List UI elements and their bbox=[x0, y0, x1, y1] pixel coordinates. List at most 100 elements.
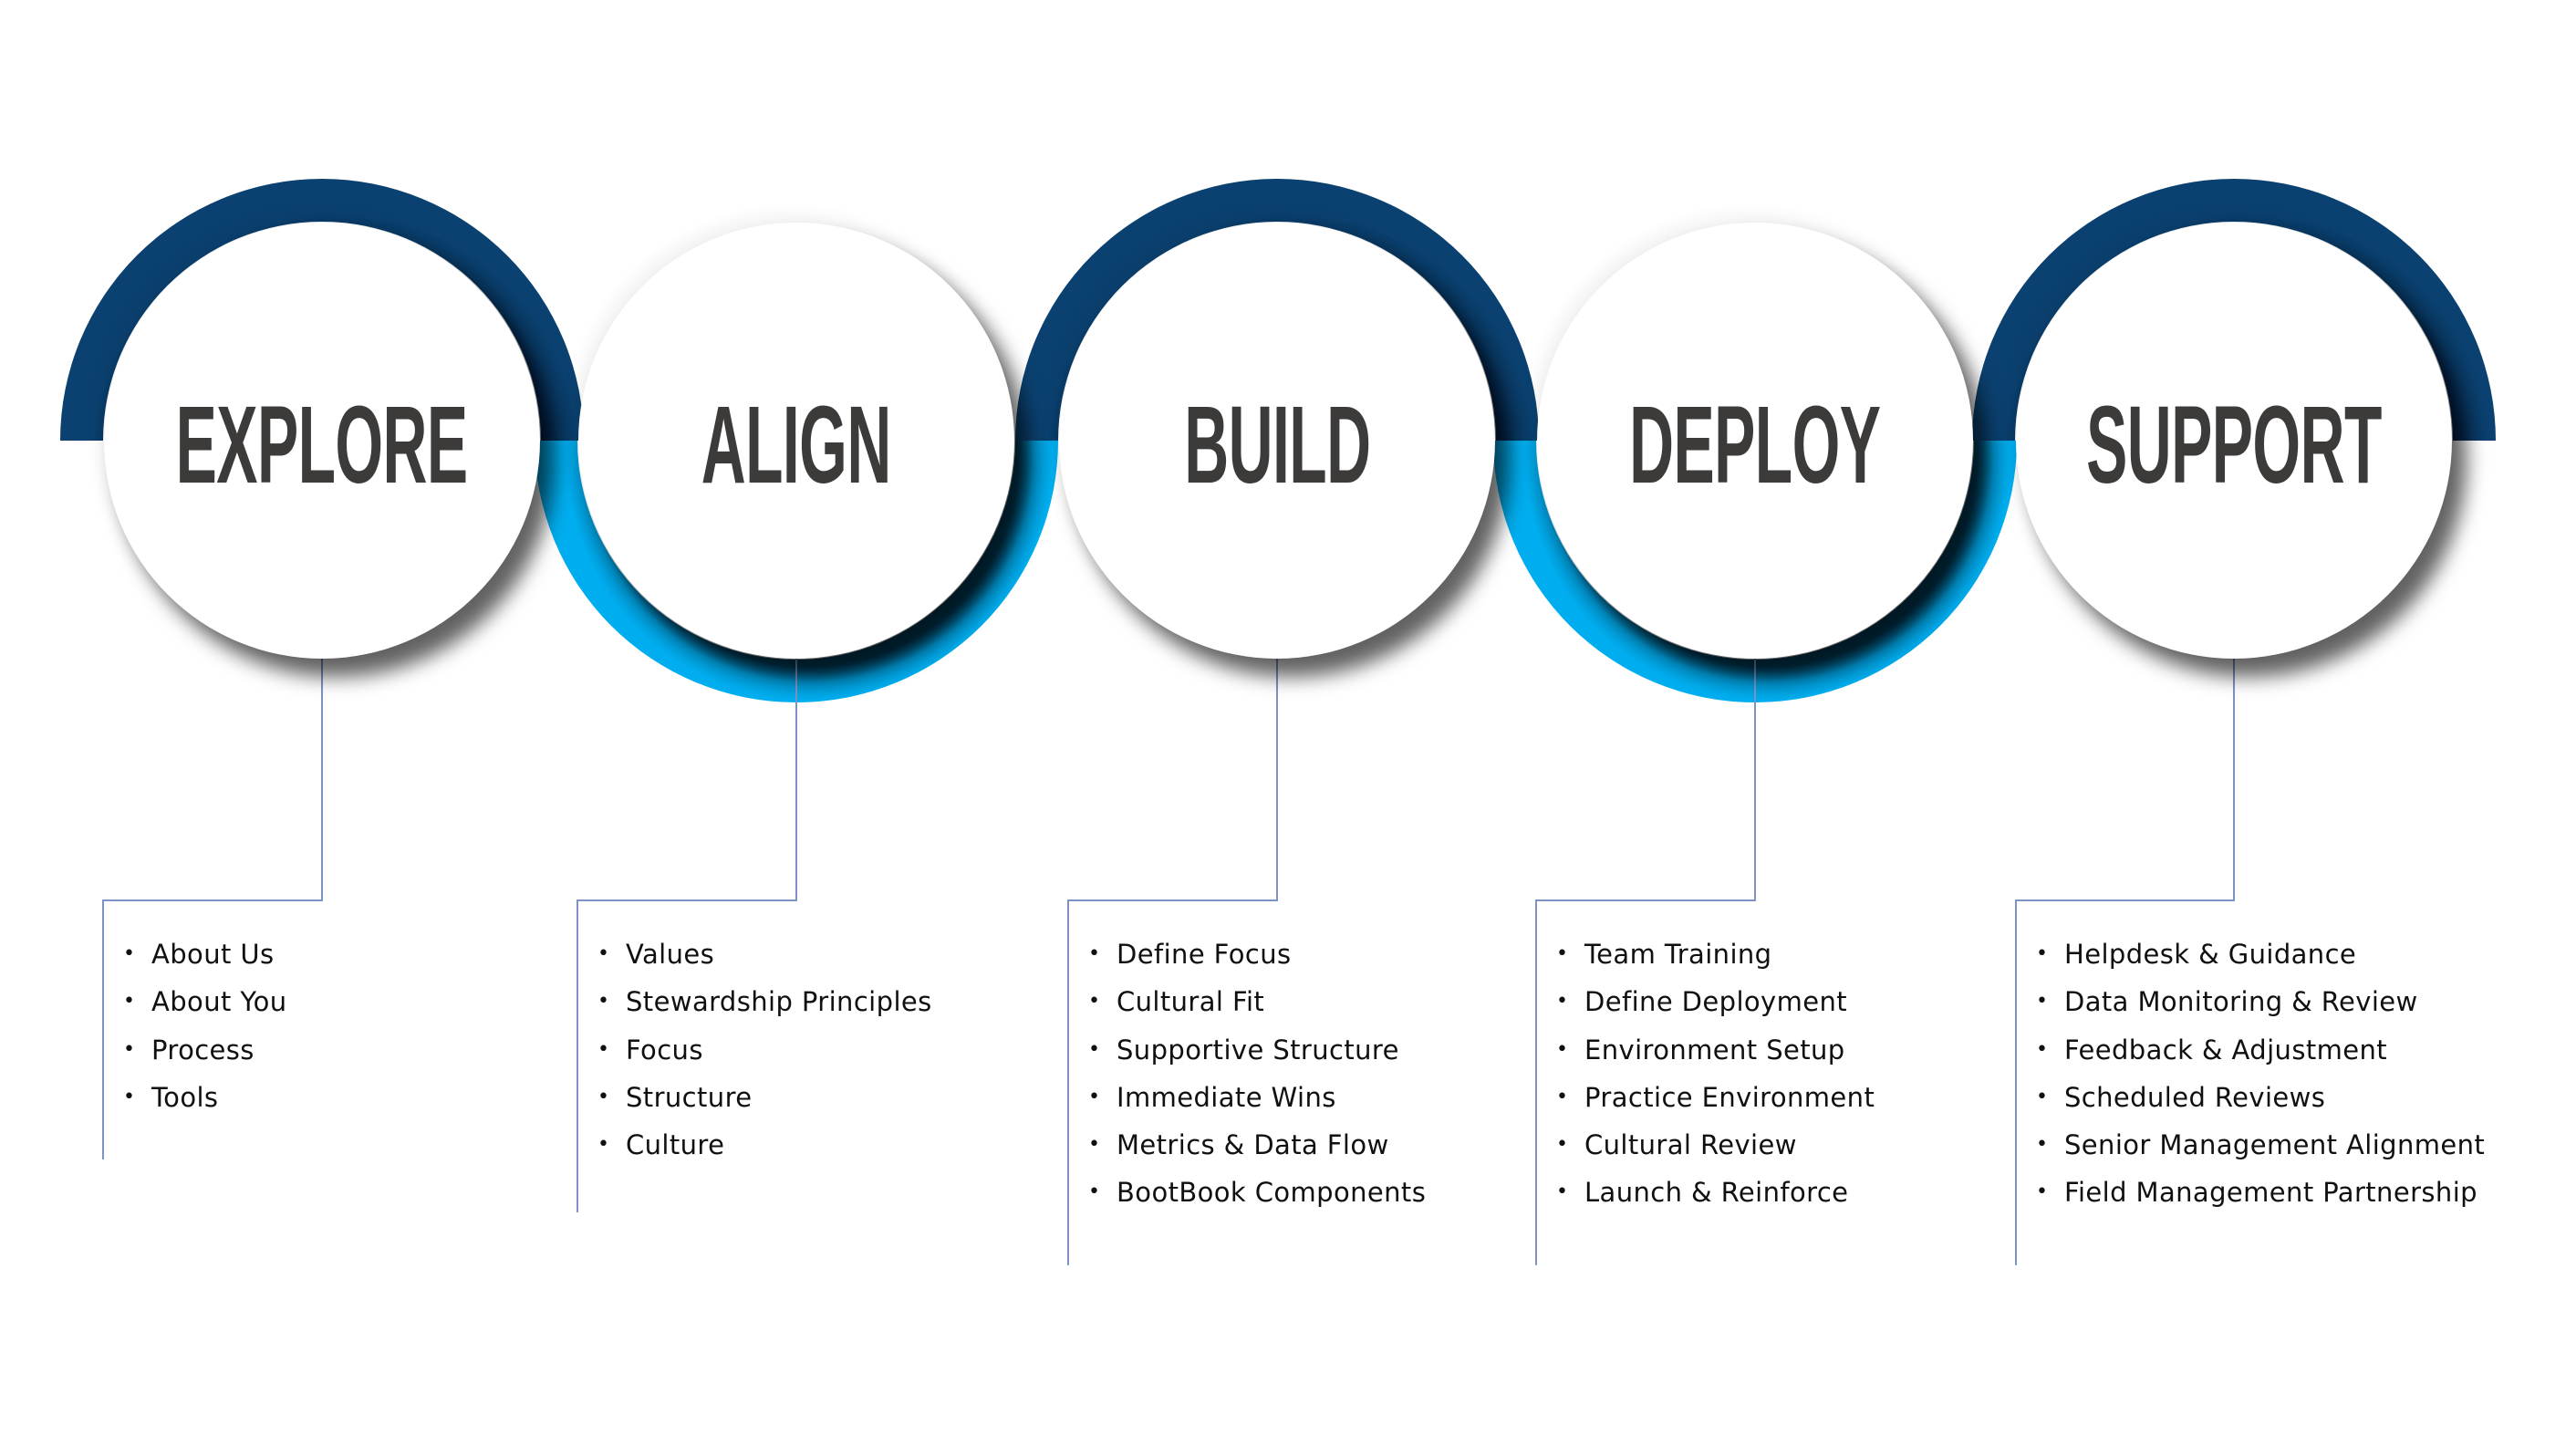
list-item-label: Stewardship Principles bbox=[626, 986, 932, 1018]
list-item: • Tools bbox=[103, 1074, 287, 1121]
connector-line-build bbox=[1067, 659, 1278, 1265]
list-item: • Immediate Wins bbox=[1068, 1074, 1426, 1121]
list-item-label: Environment Setup bbox=[1584, 1034, 1845, 1066]
list-item: •Scheduled Reviews bbox=[2016, 1074, 2485, 1121]
connector-line-align bbox=[576, 659, 797, 1212]
list-item-label: Senior Management Alignment bbox=[2064, 1129, 2486, 1161]
list-item: • Metrics & Data Flow bbox=[1068, 1121, 1426, 1169]
list-item-label: Launch & Reinforce bbox=[1584, 1177, 1849, 1209]
bullet-icon: • bbox=[1088, 990, 1101, 1014]
bullet-icon: • bbox=[2036, 1133, 2049, 1157]
list-item: •Data Monitoring & Review bbox=[2016, 978, 2485, 1025]
list-item-label: Tools bbox=[151, 1081, 219, 1113]
list-item: • BootBook Components bbox=[1068, 1169, 1426, 1216]
bullet-icon: • bbox=[123, 1037, 136, 1061]
list-item-label: Culture bbox=[626, 1129, 725, 1161]
bullet-icon: • bbox=[1088, 1133, 1101, 1157]
stage-list-deploy: • Team Training • Define Deployment • Environ… bbox=[1536, 930, 1875, 1217]
list-item-label: Practice Environment bbox=[1584, 1081, 1875, 1113]
top-arc-explore bbox=[60, 179, 584, 441]
bullet-icon: • bbox=[597, 942, 610, 965]
stage-title: DEPLOY bbox=[1629, 381, 1881, 506]
bullet-icon: • bbox=[2036, 942, 2049, 965]
list-item: • Structure bbox=[577, 1074, 932, 1121]
bottom-arc-deploy bbox=[1493, 441, 2017, 702]
list-item: • Feedback & Adjustment bbox=[2016, 1026, 2485, 1074]
stage-circle-explore: EXPLORE bbox=[104, 223, 540, 659]
bullet-icon: • bbox=[1556, 1180, 1569, 1204]
list-item-label: Define Focus bbox=[1117, 939, 1292, 970]
list-item: • Environment Setup bbox=[1536, 1026, 1875, 1074]
list-item-label: Scheduled Reviews bbox=[2064, 1081, 2326, 1113]
bullet-icon: • bbox=[2036, 1180, 2049, 1204]
list-item: •Define Focus bbox=[1068, 930, 1426, 978]
list-item-label: BootBook Components bbox=[1117, 1177, 1427, 1209]
stage-circle-deploy: DEPLOY bbox=[1537, 223, 1973, 659]
bullet-icon: • bbox=[1088, 1085, 1101, 1108]
bottom-arc-align bbox=[535, 441, 1058, 702]
list-item-label: About Us bbox=[151, 939, 275, 970]
bullet-icon: • bbox=[597, 1085, 610, 1108]
list-item: • About Us bbox=[103, 930, 287, 978]
connector-line-deploy bbox=[1535, 659, 1756, 1265]
list-item-label: Data Monitoring & Review bbox=[2064, 986, 2418, 1018]
list-item: • Launch & Reinforce bbox=[1536, 1169, 1875, 1216]
list-item: • Supportive Structure bbox=[1068, 1026, 1426, 1074]
list-item-label: Define Deployment bbox=[1584, 986, 1848, 1018]
list-item: • Cultural Fit bbox=[1068, 978, 1426, 1025]
list-item: • Stewardship Principles bbox=[577, 978, 932, 1025]
stage-circle-align: ALIGN bbox=[578, 223, 1014, 659]
list-item-label: Metrics & Data Flow bbox=[1117, 1129, 1389, 1161]
list-item-label: Cultural Fit bbox=[1117, 986, 1265, 1018]
bullet-icon: • bbox=[597, 990, 610, 1014]
list-item: • Team Training bbox=[1536, 930, 1875, 978]
bullet-icon: • bbox=[1088, 1180, 1101, 1204]
list-item: •Focus bbox=[577, 1026, 932, 1074]
bullet-icon: • bbox=[1088, 1037, 1101, 1061]
list-item: • Helpdesk & Guidance bbox=[2016, 930, 2485, 978]
top-arc-build bbox=[1015, 179, 1539, 441]
stage-circle-build: BUILD bbox=[1059, 223, 1495, 659]
list-item-label: Structure bbox=[626, 1081, 753, 1113]
bullet-icon: • bbox=[1556, 1133, 1569, 1157]
list-item-label: Process bbox=[151, 1034, 254, 1066]
bullet-icon: • bbox=[1556, 990, 1569, 1014]
connector-line-support bbox=[2015, 659, 2235, 1265]
stage-title: SUPPORT bbox=[2086, 381, 2382, 506]
connector-line-explore bbox=[102, 659, 323, 1159]
stage-list-align: •Values•Stewardship Principles•Focus•Str… bbox=[577, 930, 932, 1169]
list-item-label: Supportive Structure bbox=[1117, 1034, 1399, 1066]
list-item-label: Cultural Review bbox=[1584, 1129, 1797, 1161]
list-item-label: Feedback & Adjustment bbox=[2064, 1034, 2388, 1066]
bullet-icon: • bbox=[2036, 1037, 2049, 1061]
bullet-icon: • bbox=[1556, 1037, 1569, 1061]
list-item-label: Team Training bbox=[1584, 939, 1772, 970]
list-item-label: Values bbox=[626, 939, 715, 970]
stage-list-support: •Helpdesk & Guidance•Data Monitoring & R… bbox=[2016, 930, 2485, 1217]
stage-title: BUILD bbox=[1183, 381, 1371, 506]
stage-title: ALIGN bbox=[701, 381, 892, 506]
bullet-icon: • bbox=[1556, 942, 1569, 965]
list-item: •Culture bbox=[577, 1121, 932, 1169]
list-item: •Field Management Partnership bbox=[2016, 1169, 2485, 1216]
list-item-label: Immediate Wins bbox=[1117, 1081, 1336, 1113]
stage-list-explore: • About Us •About You • Process • Tools bbox=[103, 930, 287, 1121]
list-item-label: Helpdesk & Guidance bbox=[2064, 939, 2357, 970]
stage-title: EXPLORE bbox=[176, 381, 468, 506]
stage-list-build: •Define Focus•Cultural Fit•Supportive St… bbox=[1068, 930, 1426, 1217]
list-item: • Values bbox=[577, 930, 932, 978]
bullet-icon: • bbox=[123, 942, 136, 965]
top-arc-support bbox=[1972, 179, 2496, 441]
bullet-icon: • bbox=[1556, 1085, 1569, 1108]
list-item: • Define Deployment bbox=[1536, 978, 1875, 1025]
bullet-icon: • bbox=[597, 1037, 610, 1061]
list-item: • Cultural Review bbox=[1536, 1121, 1875, 1169]
list-item-label: About You bbox=[151, 986, 287, 1018]
bullet-icon: • bbox=[123, 1085, 136, 1108]
list-item: • Senior Management Alignment bbox=[2016, 1121, 2485, 1169]
list-item: •About You bbox=[103, 978, 287, 1025]
list-item: • Process bbox=[103, 1026, 287, 1074]
